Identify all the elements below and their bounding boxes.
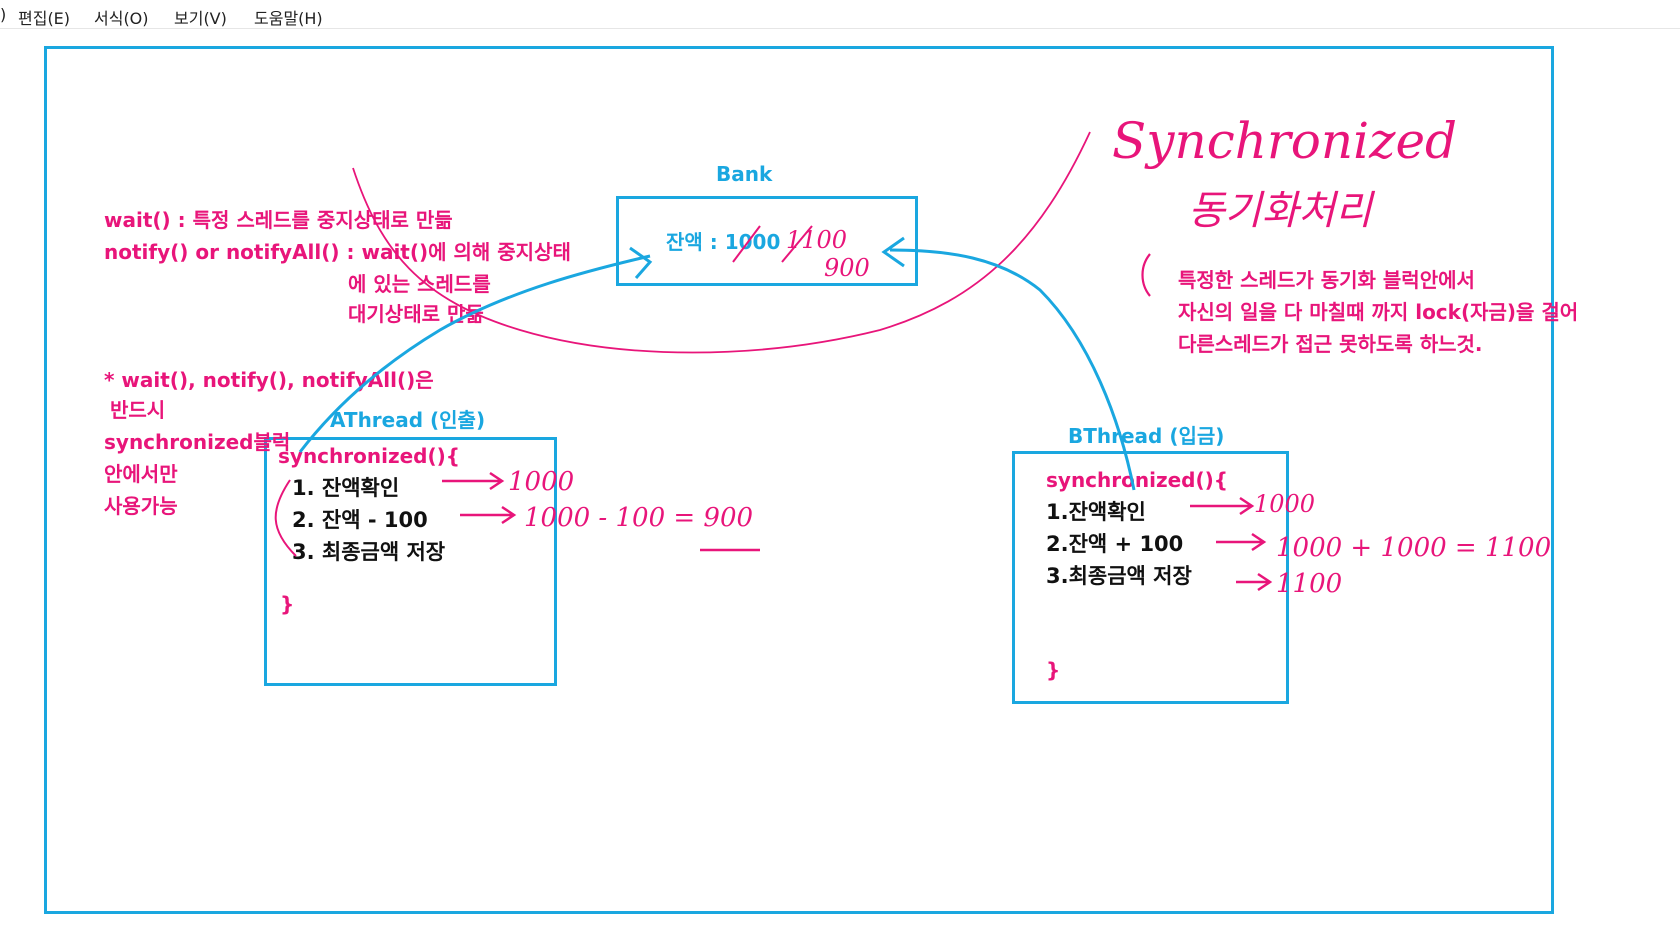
bthread-sync-close: } [1046,658,1061,682]
strike-1000 [732,225,761,263]
bthread-step1: 1.잔액확인 [1046,500,1146,524]
athread-to-bank-arrow [298,254,651,453]
warning-line5: 사용가능 [104,494,178,518]
bthread-to-bank-arrow [889,248,1136,491]
athread-arrow2 [460,505,517,525]
pink-sweep-curve [352,131,1091,354]
strike-1100 [781,225,813,263]
bank-title: Bank [716,162,773,186]
drawing-frame [44,46,1554,914]
bthread-arrow2 [1216,532,1267,552]
athread-box [264,437,557,686]
athread-bracket [274,479,297,557]
bank-balance: 잔액 : 1000 [666,230,781,254]
bthread-hand3: 1100 [1276,569,1342,599]
sync-description-line1: 특정한 스레드가 동기화 블럭안에서 [1178,268,1475,292]
bthread-box [1012,451,1289,704]
athread-sync-open: synchronized(){ [278,444,461,468]
athread-step2: 2. 잔액 - 100 [292,508,428,532]
athread-sync-close: } [280,592,295,616]
right-bracket [1141,253,1151,297]
warning-line4: 안에서만 [104,462,178,486]
sync-description-line2: 자신의 일을 다 마칠때 까지 lock(자금)을 걸어 [1178,300,1579,324]
menu-edit[interactable]: 편집(E) [18,9,71,28]
athread-hand1: 1000 [508,467,574,497]
warning-line3: synchronized블럭 [104,430,291,454]
bthread-step3: 3.최종금액 저장 [1046,564,1192,588]
warning-line2: 반드시 [110,398,166,422]
menu-bar: ) 편집(E) 서식(O) 보기(V) 도움말(H) [0,0,1680,29]
athread-step3: 3. 최종금액 저장 [292,540,446,564]
notify-description-line1: notify() or notifyAll() : wait()에 의해 중지상… [104,240,571,264]
bthread-hand2: 1000 + 1000 = 1100 [1276,533,1551,563]
menu-format[interactable]: 서식(O) [94,9,149,28]
bthread-arrow1 [1190,496,1255,516]
sync-hand-title: Synchronized [1112,112,1457,170]
bank-hand-1100: 1100 [786,226,847,254]
bthread-hand1: 1000 [1254,490,1315,518]
bthread-step2: 2.잔액 + 100 [1046,532,1184,556]
athread-arrowhead [629,246,653,279]
wait-description: wait() : 특정 스레드를 중지상태로 만듦 [104,208,453,232]
bank-box [616,196,918,286]
menu-view[interactable]: 보기(V) [174,9,227,28]
bthread-arrowhead [881,236,905,268]
menu-file-fragment[interactable]: ) [0,5,7,24]
menu-help[interactable]: 도움말(H) [254,9,323,28]
notify-description-line2: 에 있는 스레드를 [348,272,491,296]
bthread-title: BThread (입금) [1068,424,1225,448]
athread-step1: 1. 잔액확인 [292,476,400,500]
sync-description-line3: 다른스레드가 접근 못하도록 하느것. [1178,332,1483,356]
bthread-arrow3 [1236,572,1273,592]
bthread-sync-open: synchronized(){ [1046,468,1229,492]
athread-title: AThread (인출) [330,408,486,432]
sync-hand-subtitle: 동기화처리 [1188,188,1375,234]
bank-hand-900: 900 [824,254,870,282]
athread-arrow1 [442,471,505,491]
athread-hand2: 1000 - 100 = 900 [524,503,753,533]
